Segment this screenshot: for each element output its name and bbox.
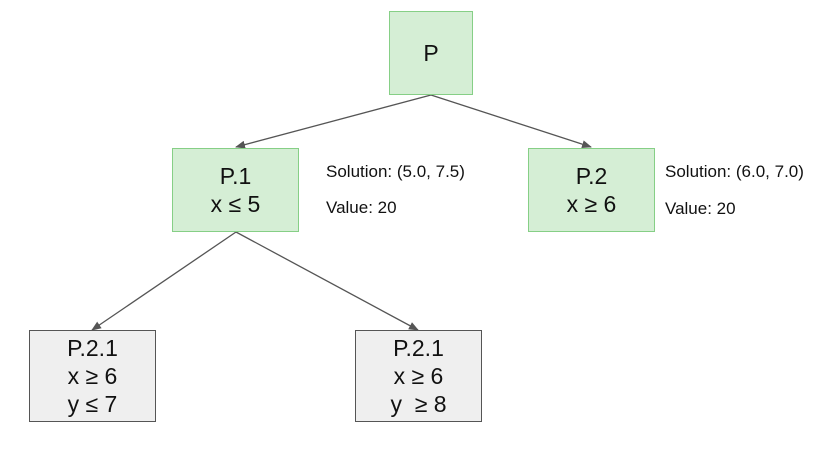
node-p21-left-condition-x: x ≥ 6 (67, 363, 118, 389)
node-p2-condition: x ≥ 6 (566, 191, 617, 217)
p2-value-label: Value: 20 (665, 199, 736, 218)
edge-p1-to-p21a (91, 231, 237, 331)
node-p21-left-title: P.2.1 (67, 335, 118, 361)
node-p21-right-condition-y: y ≥ 8 (390, 391, 447, 417)
node-p21-right: P.2.1 x ≥ 6 y ≥ 8 (355, 330, 482, 422)
node-root: P (389, 11, 473, 95)
p2-solution-label: Solution: (6.0, 7.0) (665, 162, 804, 181)
edge-root-to-p2 (430, 94, 592, 149)
node-p21-left-condition-y: y ≤ 7 (67, 391, 118, 417)
node-p21-left: P.2.1 x ≥ 6 y ≤ 7 (29, 330, 156, 422)
node-root-title: P (423, 40, 439, 66)
node-p2: P.2 x ≥ 6 (528, 148, 655, 232)
node-p1-title: P.1 (219, 163, 252, 189)
node-p1-condition: x ≤ 5 (210, 191, 261, 217)
node-p21-right-condition-x: x ≥ 6 (393, 363, 444, 389)
node-p1: P.1 x ≤ 5 (172, 148, 299, 232)
edge-p1-to-p21b (235, 231, 419, 331)
node-p21-right-title: P.2.1 (393, 335, 444, 361)
edge-root-to-p1 (235, 94, 432, 149)
p1-value-label: Value: 20 (326, 198, 397, 217)
node-p2-title: P.2 (575, 163, 608, 189)
p1-solution-label: Solution: (5.0, 7.5) (326, 162, 465, 181)
